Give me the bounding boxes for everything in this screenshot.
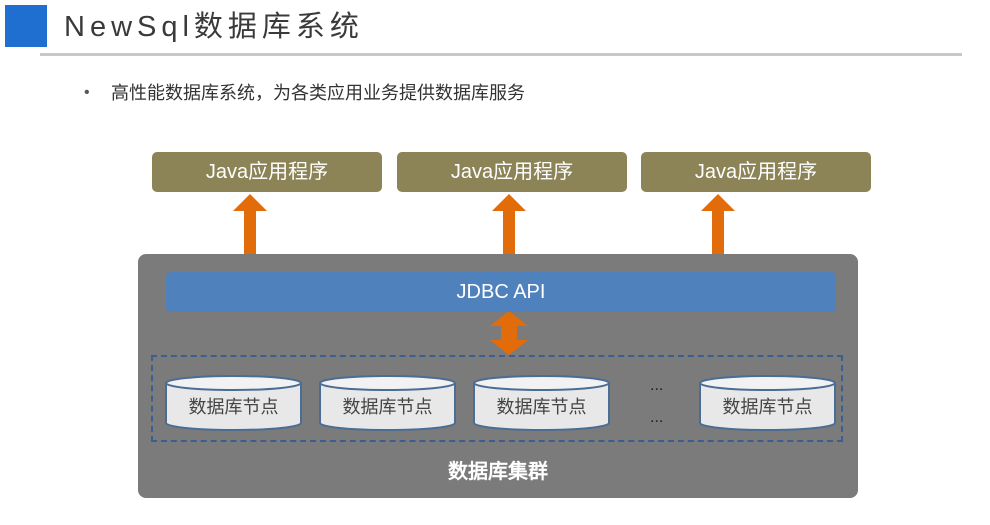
slide-title: NewSql数据库系统 bbox=[64, 11, 364, 43]
cylinder-icon bbox=[319, 375, 456, 431]
double-arrow-1 bbox=[233, 194, 267, 272]
database-node-label: 数据库节点 bbox=[188, 397, 279, 417]
database-nodes-frame bbox=[151, 355, 843, 442]
database-cluster-label: 数据库集群 bbox=[448, 461, 548, 483]
cylinder-icon bbox=[699, 375, 836, 431]
database-node-1: 数据库节点 bbox=[165, 375, 302, 431]
title-divider bbox=[40, 53, 962, 56]
bullet-text: 高性能数据库系统，为各类应用业务提供数据库服务 bbox=[111, 83, 525, 103]
cylinder-icon bbox=[165, 375, 302, 431]
bullet-marker: • bbox=[84, 84, 90, 101]
double-arrow-2 bbox=[492, 194, 526, 272]
ellipsis-top: ... bbox=[650, 377, 664, 394]
database-node-label: 数据库节点 bbox=[342, 397, 433, 417]
title-accent-square bbox=[5, 5, 47, 47]
ellipsis-bottom: ... bbox=[650, 409, 664, 426]
database-node-label: 数据库节点 bbox=[722, 397, 813, 417]
java-app-box-2: Java应用程序 bbox=[397, 152, 627, 192]
cylinder-icon bbox=[473, 375, 610, 431]
database-node-4: 数据库节点 bbox=[699, 375, 836, 431]
database-node-3: 数据库节点 bbox=[473, 375, 610, 431]
java-app-box-3: Java应用程序 bbox=[641, 152, 871, 192]
double-arrow-3 bbox=[701, 194, 735, 272]
java-app-box-1: Java应用程序 bbox=[152, 152, 382, 192]
database-node-2: 数据库节点 bbox=[319, 375, 456, 431]
double-arrow-4 bbox=[490, 311, 528, 355]
database-node-label: 数据库节点 bbox=[496, 397, 587, 417]
jdbc-api-bar: JDBC API bbox=[166, 272, 836, 312]
